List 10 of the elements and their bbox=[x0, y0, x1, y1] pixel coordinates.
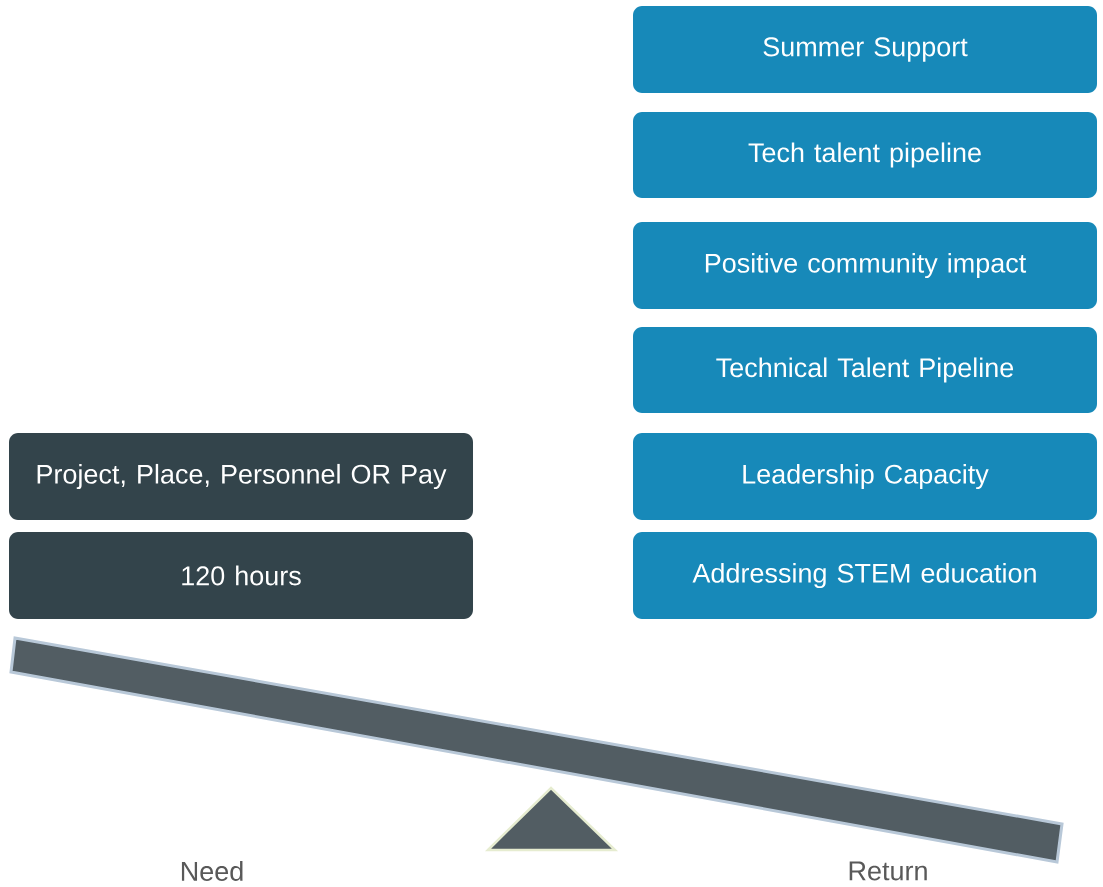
text-box: Technical Talent Pipeline bbox=[633, 327, 1097, 413]
text-box: 120 hours bbox=[9, 532, 473, 619]
text-box: Project, Place, Personnel OR Pay bbox=[9, 433, 473, 520]
text-box: Tech talent pipeline bbox=[633, 112, 1097, 198]
text-box: Leadership Capacity bbox=[633, 433, 1097, 520]
scale-label: Return bbox=[849, 861, 927, 881]
text-box: Addressing STEM education bbox=[633, 532, 1097, 619]
text-box: Summer Support bbox=[633, 6, 1097, 93]
text-box: Positive community impact bbox=[633, 222, 1097, 309]
scale-label: Need bbox=[181, 861, 243, 881]
